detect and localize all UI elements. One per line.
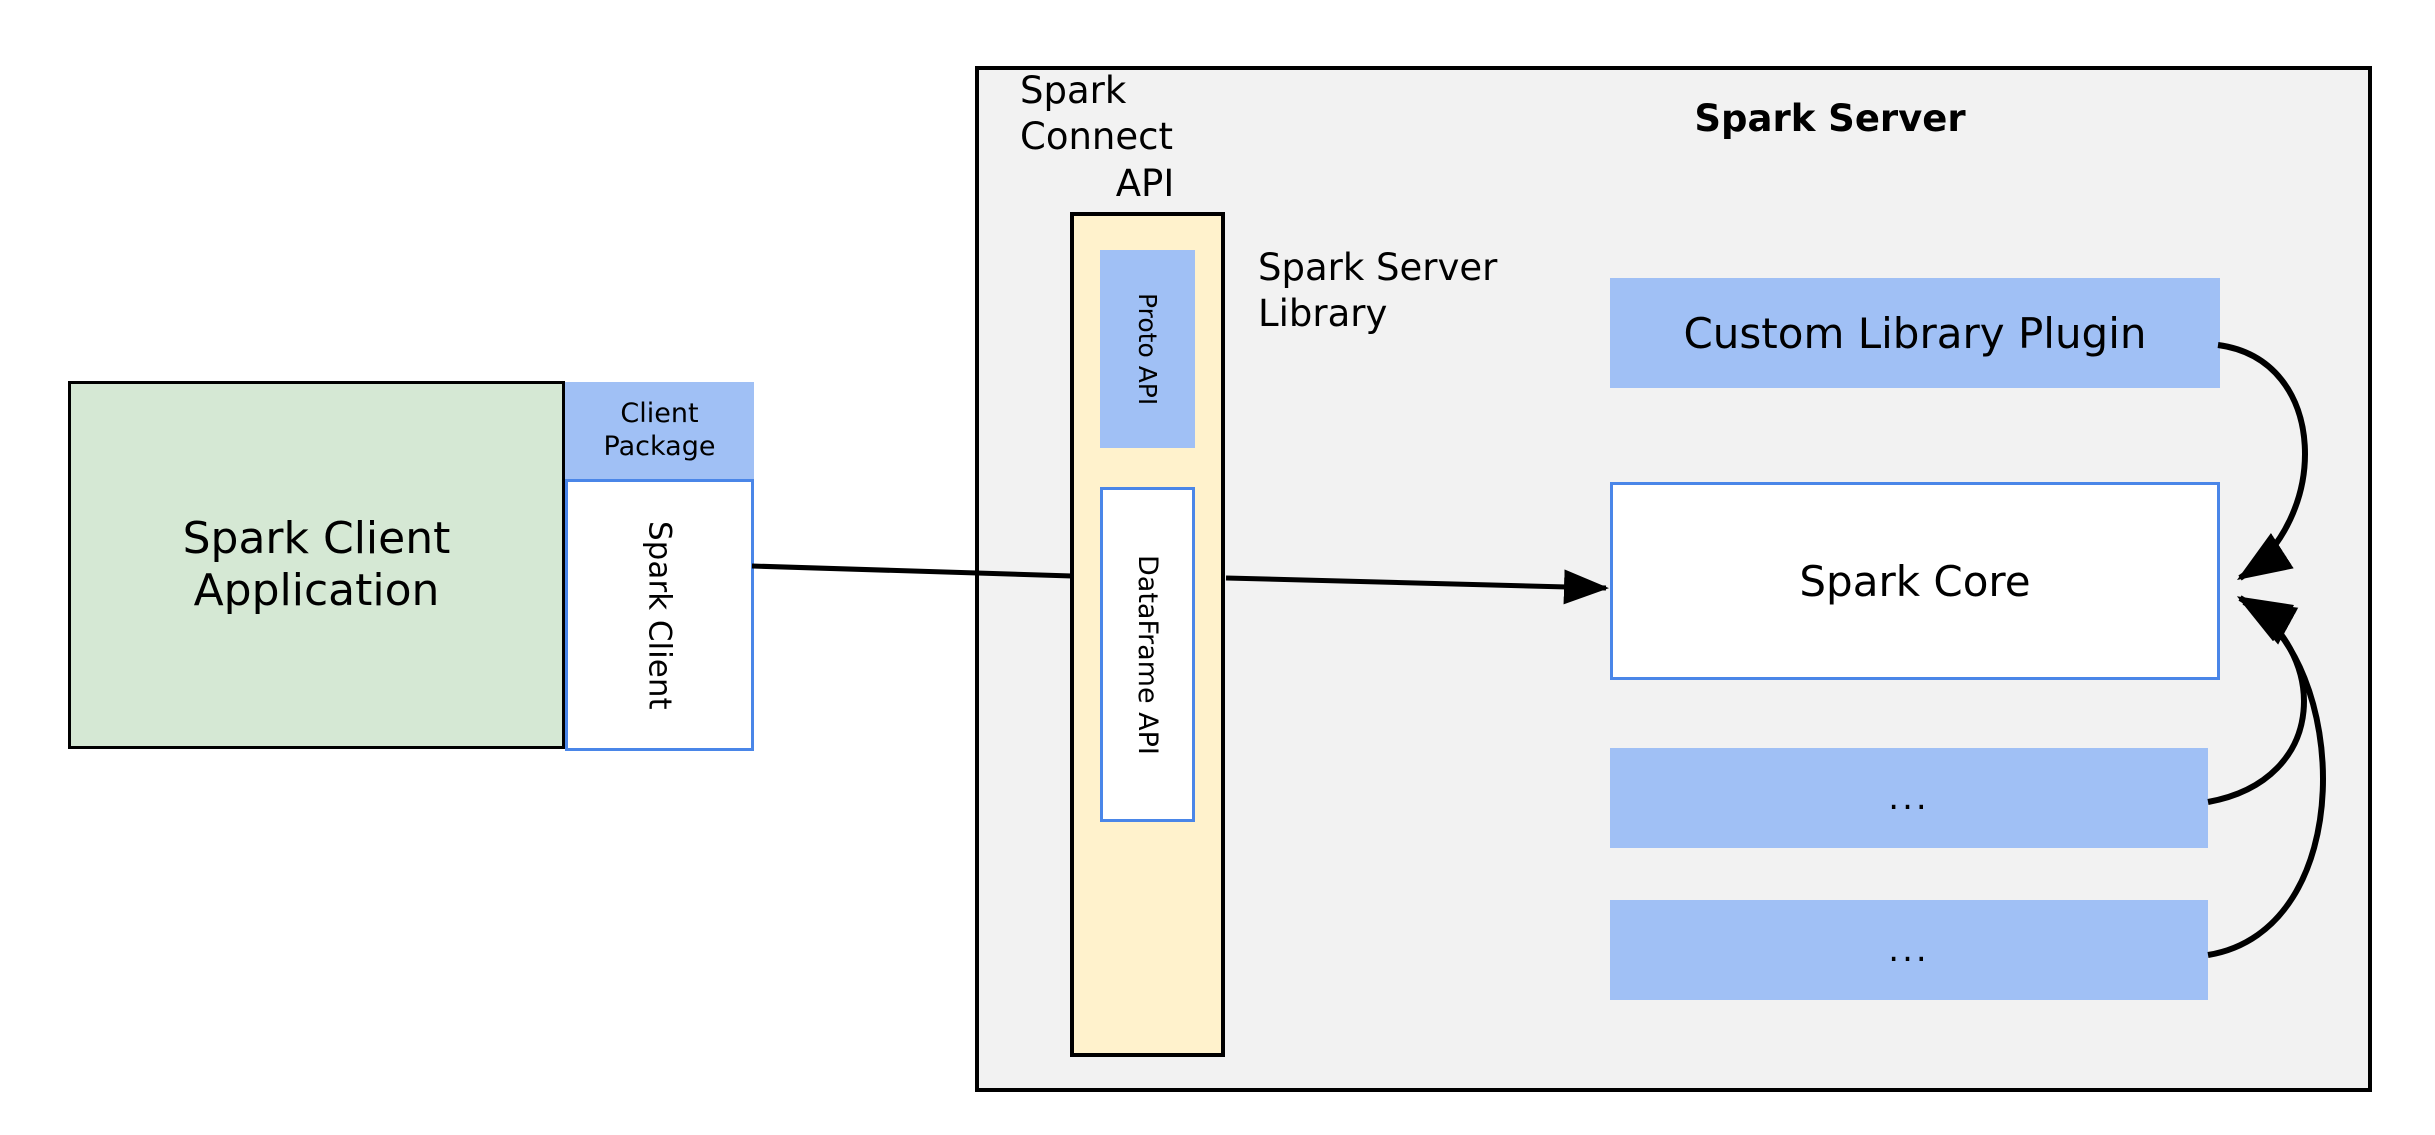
custom-library-plugin-label: Custom Library Plugin bbox=[1683, 308, 2147, 358]
spark-connect-api-label: Spark Connect API bbox=[1000, 68, 1290, 205]
client-package-label: Client Package bbox=[603, 398, 716, 462]
spark-server-library-label-line2: Library bbox=[1258, 292, 1388, 336]
dataframe-api-label: DataFrame API bbox=[1132, 554, 1163, 755]
spark-client-application-label: Spark Client Application bbox=[182, 513, 451, 616]
custom-library-plugin-box: Custom Library Plugin bbox=[1610, 278, 2220, 388]
spark-connect-api-label-line1: Spark Connect bbox=[1020, 69, 1173, 159]
ellipsis-box-1: ... bbox=[1610, 748, 2208, 848]
spark-core-box: Spark Core bbox=[1610, 482, 2220, 680]
proto-api-label: Proto API bbox=[1133, 292, 1162, 406]
spark-server-title: Spark Server bbox=[1694, 96, 1966, 140]
spark-connect-api-label-line2: API bbox=[1115, 161, 1175, 205]
spark-core-label: Spark Core bbox=[1799, 556, 2031, 606]
spark-server-library-label: Spark Server Library bbox=[1258, 245, 1558, 335]
spark-server-library-label-line1: Spark Server bbox=[1258, 246, 1498, 289]
dataframe-api-box: DataFrame API bbox=[1100, 487, 1195, 822]
ellipsis-box-2-label: ... bbox=[1888, 929, 1930, 970]
client-package-box: Client Package bbox=[565, 382, 754, 479]
spark-client-box: Spark Client bbox=[565, 479, 754, 751]
spark-client-application-box: Spark Client Application bbox=[68, 381, 565, 749]
spark-client-label: Spark Client bbox=[641, 520, 678, 710]
ellipsis-box-2: ... bbox=[1610, 900, 2208, 1000]
ellipsis-box-1-label: ... bbox=[1888, 777, 1930, 818]
proto-api-box: Proto API bbox=[1100, 250, 1195, 448]
